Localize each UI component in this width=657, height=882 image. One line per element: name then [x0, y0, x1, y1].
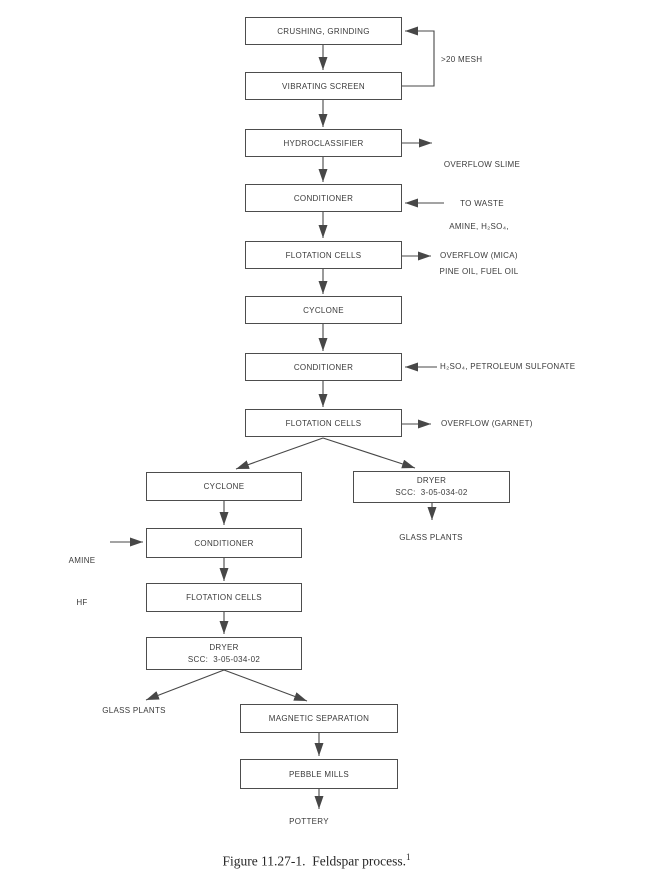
process-box-crushing-grinding: CRUSHING, GRINDING [245, 17, 402, 45]
scc-code: SCC: 3-05-034-02 [395, 488, 468, 497]
box-label: FLOTATION CELLS [285, 250, 362, 260]
scc-code: SCC: 3-05-034-02 [187, 654, 261, 664]
box-label: FLOTATION CELLS [285, 418, 362, 428]
box-label: CONDITIONER [194, 538, 254, 548]
terminal-pottery: POTTERY [289, 817, 329, 826]
process-box-pebble-mills: PEBBLE MILLS [240, 759, 398, 789]
arrow-flotation2-to-dryer1 [322, 437, 416, 469]
process-box-cyclone-1: CYCLONE [245, 296, 402, 324]
process-box-hydroclassifier: HYDROCLASSIFIER [245, 129, 402, 157]
annotation-overflow-mica: OVERFLOW (MICA) [440, 251, 518, 260]
annotation-line: HF [76, 598, 88, 607]
annotation-overflow-garnet: OVERFLOW (GARNET) [441, 419, 533, 428]
arrow-flotation2-to-cyclone2 [235, 437, 324, 470]
terminal-glass-plants-left: GLASS PLANTS [102, 706, 166, 715]
box-label: DRYER [416, 476, 447, 485]
process-box-dryer-2: DRYER SCC: 3-05-034-02 [146, 637, 302, 670]
process-box-cyclone-2: CYCLONE [146, 472, 302, 501]
box-label: CRUSHING, GRINDING [277, 26, 370, 36]
annotation-overflow-slime-to-waste: OVERFLOW SLIME TO WASTE [436, 132, 528, 236]
annotation-line: AMINE, H₂SO₄, [449, 222, 509, 231]
annotation-line: AMINE [68, 556, 96, 565]
figure-caption-text: Figure 11.27-1. Feldspar process. [222, 853, 407, 869]
box-label: VIBRATING SCREEN [282, 81, 365, 91]
process-box-magnetic-separation: MAGNETIC SEPARATION [240, 704, 398, 733]
process-box-dryer-1: DRYER SCC: 3-05-034-02 [353, 471, 510, 503]
annotation-line: TO WASTE [460, 199, 504, 208]
box-label: FLOTATION CELLS [186, 593, 262, 602]
process-box-flotation-cells-2: FLOTATION CELLS [245, 409, 402, 437]
box-label: HYDROCLASSIFIER [283, 138, 364, 148]
terminal-glass-plants-right: GLASS PLANTS [399, 533, 463, 542]
annotation-mesh-recycle: >20 MESH [441, 55, 483, 64]
arrow-dryer2-to-magnetic-separation [223, 669, 308, 702]
arrow-recycle-mesh-loop [402, 26, 435, 87]
process-box-vibrating-screen: VIBRATING SCREEN [245, 72, 402, 100]
arrow-dryer2-to-glass-plants [145, 669, 225, 701]
process-box-conditioner-2: CONDITIONER [245, 353, 402, 381]
process-box-conditioner-1: CONDITIONER [245, 184, 402, 212]
process-box-conditioner-3: CONDITIONER [146, 528, 302, 558]
figure-caption: Figure 11.27-1. Feldspar process.1 [0, 852, 633, 870]
box-label: CYCLONE [303, 305, 344, 315]
box-label: DRYER [209, 642, 239, 652]
box-label: PEBBLE MILLS [288, 769, 350, 779]
process-box-flotation-cells-3: FLOTATION CELLS [146, 583, 302, 612]
annotation-line: PINE OIL, FUEL OIL [439, 267, 519, 276]
process-box-flotation-cells-1: FLOTATION CELLS [245, 241, 402, 269]
figure-caption-footnote-ref: 1 [406, 852, 411, 862]
box-label: CONDITIONER [293, 193, 354, 203]
annotation-line: OVERFLOW SLIME [443, 160, 521, 169]
annotation-conditioner3-reagents: AMINE HF [58, 526, 106, 638]
box-label: CONDITIONER [293, 362, 354, 372]
annotation-conditioner2-reagents: H₂SO₄, PETROLEUM SULFONATE [440, 362, 576, 371]
box-label: MAGNETIC SEPARATION [268, 714, 370, 723]
annotation-conditioner1-reagents: AMINE, H₂SO₄, PINE OIL, FUEL OIL [430, 189, 528, 309]
box-label: CYCLONE [203, 482, 245, 491]
